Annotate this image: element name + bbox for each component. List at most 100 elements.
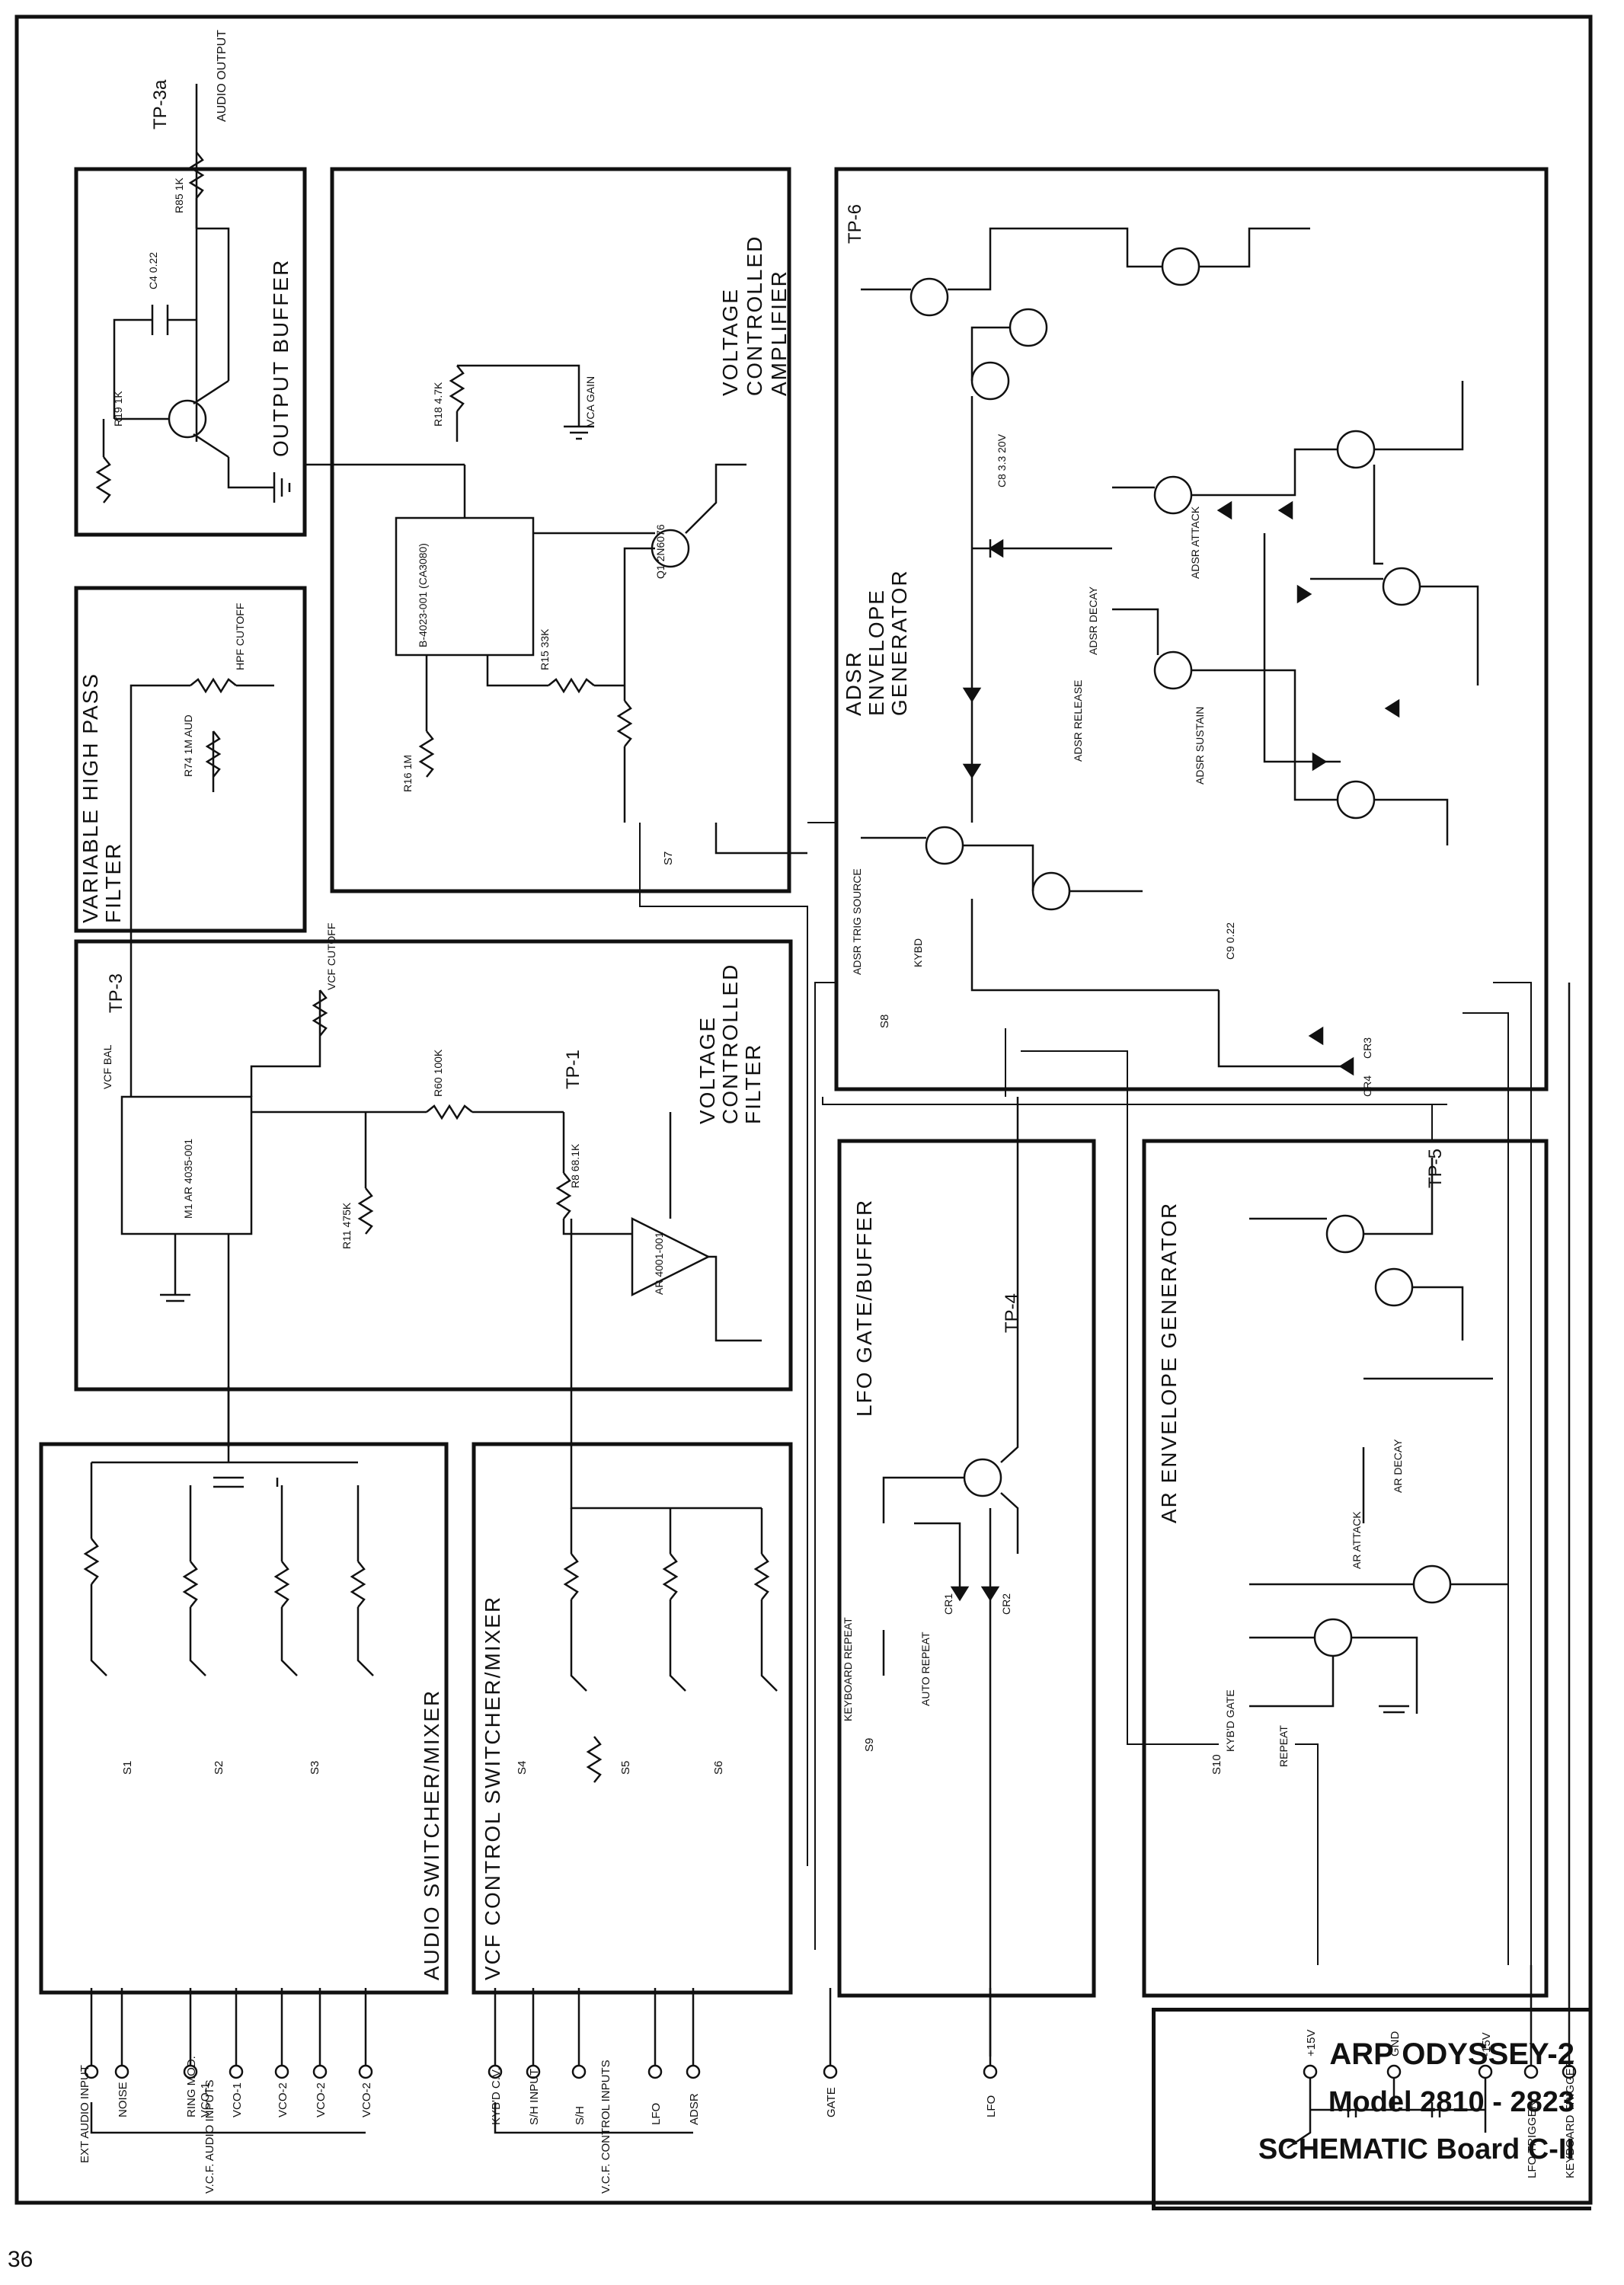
jack-labels: EXT AUDIO INPUT NOISE RING MOD. VCO-1 VC… (78, 2030, 1577, 2194)
svg-text:GATE: GATE (825, 2087, 838, 2117)
tp-5: TP-5 (1425, 1149, 1446, 1188)
vca-label-2: CONTROLLED (743, 235, 766, 396)
svg-text:ADSR RELEASE: ADSR RELEASE (1072, 680, 1084, 762)
section-boxes (39, 167, 1549, 1998)
svg-text:NOISE: NOISE (117, 2082, 129, 2117)
r19-resistor (95, 456, 112, 503)
title-block: ARP ODYSSEY-2 Model 2810 - 2823 SCHEMATI… (1152, 2008, 1591, 2210)
q7 (1325, 1214, 1365, 1254)
page-number: 36 (8, 2247, 34, 2272)
vcf-box (74, 939, 793, 1392)
r6-pot (753, 1553, 770, 1600)
q1-label: Q1 2N6076 (654, 524, 667, 579)
q9 (925, 826, 964, 865)
r3-pot (350, 1561, 366, 1608)
q10 (1336, 780, 1376, 820)
switch-s9: S9 (863, 1738, 876, 1752)
ar-env-box (1142, 1139, 1549, 1998)
r16-resistor (418, 730, 435, 778)
svg-text:LFO: LFO (650, 2103, 663, 2125)
adsr-circuit (861, 227, 1479, 1068)
hpf-circuit (129, 677, 274, 929)
hpf-box (74, 586, 307, 933)
r2-pot (182, 1561, 199, 1608)
svg-text:VCO-1: VCO-1 (231, 2082, 244, 2117)
r22-resistor (83, 1538, 100, 1585)
q5 (1374, 1267, 1414, 1307)
r74-pot (205, 730, 222, 778)
svg-text:KEYBOARD TRIGGER: KEYBOARD TRIGGER (1564, 2060, 1577, 2178)
svg-text:R60 100K: R60 100K (432, 1049, 444, 1097)
vcf-label-1: VOLTAGE (695, 1016, 719, 1124)
r18-resistor (449, 365, 465, 412)
svg-text:LFO TRIGGER: LFO TRIGGER (1526, 2101, 1539, 2178)
svg-text:R11 475K: R11 475K (340, 1202, 353, 1249)
svg-text:ADSR TRIG SOURCE: ADSR TRIG SOURCE (851, 868, 863, 975)
audio-mixer-box (39, 1442, 449, 1995)
ar-circuit (1249, 1158, 1508, 1714)
vcf-ctrl-box (472, 1442, 793, 1995)
svg-text:R74 1M AUD: R74 1M AUD (182, 714, 194, 777)
switch-s6: S6 (712, 1761, 725, 1775)
ic1-label: B-4023-001 (CA3080) (417, 543, 429, 647)
svg-text:HPF CUTOFF: HPF CUTOFF (234, 603, 246, 670)
q3 (963, 1458, 1002, 1497)
audio-mixer-circuit (83, 1386, 374, 1676)
q4 (1313, 1618, 1353, 1657)
vcf-ctrl-label: VCF CONTROL SWITCHER/MIXER (481, 1596, 504, 1980)
svg-text:RING MOD.: RING MOD. (185, 2056, 198, 2117)
r11-resistor (357, 1187, 374, 1235)
svg-text:LFO: LFO (985, 2095, 998, 2117)
m1-label: M1 AR 4035-001 (182, 1139, 194, 1219)
output-buffer-circuit (95, 152, 291, 503)
svg-text:AR DECAY: AR DECAY (1392, 1439, 1404, 1493)
audio-output-label: AUDIO OUTPUT (216, 30, 229, 122)
page-border (14, 14, 1593, 2205)
svg-text:VCF BAL: VCF BAL (101, 1044, 113, 1089)
r33-resistor (586, 1736, 603, 1783)
interconnects (639, 822, 1532, 1965)
svg-text:GND: GND (1389, 2031, 1402, 2057)
vcf-opamp (631, 1216, 711, 1297)
svg-text:CR3: CR3 (1361, 1037, 1373, 1059)
q13 (1009, 308, 1048, 347)
m1-module (120, 1095, 253, 1235)
hpf-label-1: VARIABLE HIGH PASS (78, 673, 102, 923)
switch-s1: S1 (121, 1761, 134, 1775)
svg-text:KEYBOARD REPEAT: KEYBOARD REPEAT (842, 1617, 854, 1721)
title-line-2: Model 2810 - 2823 (1328, 2086, 1574, 2118)
switch-s4: S4 (516, 1761, 529, 1775)
svg-text:C9 0.22: C9 0.22 (1224, 922, 1236, 960)
q12 (970, 361, 1010, 401)
svg-text:AR ATTACK: AR ATTACK (1351, 1511, 1363, 1569)
q2-transistor (168, 399, 207, 439)
adsr-label-1: ADSR (842, 650, 865, 716)
vcf-ctrl-circuit (563, 1219, 778, 1783)
q15 (1161, 247, 1200, 286)
svg-text:R18 4.7K: R18 4.7K (432, 382, 444, 427)
title-line-1: ARP ODYSSEY-2 (1329, 2037, 1574, 2071)
svg-text:ADSR ATTACK: ADSR ATTACK (1189, 506, 1201, 579)
svg-text:VCO-2: VCO-2 (315, 2082, 328, 2117)
svg-text:R8 68.1K: R8 68.1K (569, 1143, 581, 1188)
svg-text:+15V: +15V (1305, 2030, 1318, 2056)
lfo-gate-label: LFO GATE/BUFFER (852, 1199, 876, 1417)
ar-env-label: AR ENVELOPE GENERATOR (1157, 1202, 1181, 1523)
r15-resistor (548, 677, 595, 694)
svg-text:AR 4001-001: AR 4001-001 (653, 1232, 665, 1295)
svg-text:VCO-2: VCO-2 (360, 2082, 373, 2117)
svg-text:CR4: CR4 (1361, 1075, 1373, 1097)
r85-resistor (188, 152, 205, 199)
svg-text:R19 1K: R19 1K (112, 391, 124, 427)
vca-label-3: AMPLIFIER (767, 270, 791, 396)
title-line-3: SCHEMATIC Board C-II (1258, 2133, 1574, 2165)
r13-resistor (190, 677, 237, 694)
tp-3a: TP-3a (150, 79, 171, 129)
svg-text:CR2: CR2 (1000, 1593, 1012, 1615)
svg-text:KYBD: KYBD (912, 938, 924, 967)
section-labels: OUTPUT BUFFER VOLTAGE CONTROLLED AMPLIFI… (78, 235, 1181, 1980)
svg-text:KYB'D C.V.: KYB'D C.V. (490, 2067, 503, 2125)
svg-text:CR1: CR1 (942, 1593, 954, 1615)
adsr-label-3: GENERATOR (887, 569, 911, 716)
